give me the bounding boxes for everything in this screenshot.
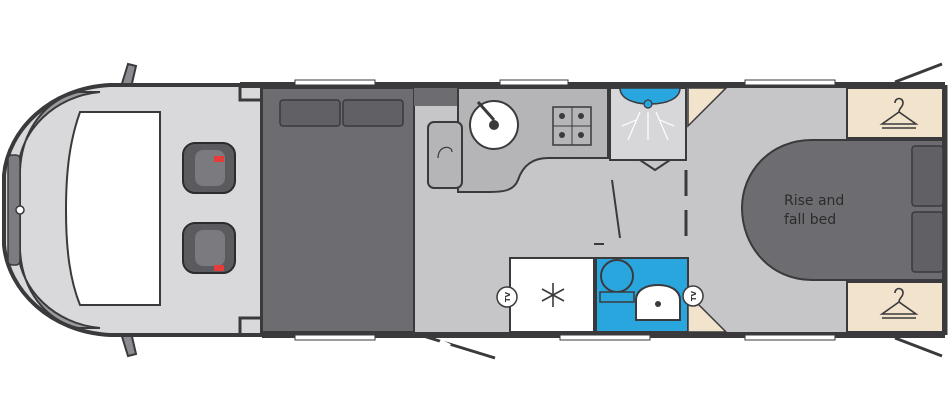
wardrobe-top xyxy=(846,87,944,139)
bed-label-line1: Rise and xyxy=(784,193,844,209)
badge-icon xyxy=(15,205,25,215)
wardrobe-bottom xyxy=(846,281,944,333)
fridge-snowflake-icon xyxy=(541,283,565,307)
hob-icon xyxy=(552,106,592,146)
window xyxy=(294,79,376,86)
bin-cupboard xyxy=(427,121,463,189)
tv-label: TV xyxy=(504,291,512,302)
lounge-sofa xyxy=(261,87,415,333)
rear-bedroom: Rise and fall bed xyxy=(687,87,944,333)
washbasin-icon xyxy=(635,283,681,321)
rear-strut xyxy=(894,62,943,84)
windscreen xyxy=(64,111,161,306)
cab xyxy=(1,62,264,358)
sink-icon xyxy=(469,100,519,150)
window xyxy=(559,334,651,341)
tv-label: TV xyxy=(690,290,698,301)
rise-and-fall-bed xyxy=(740,139,944,281)
corner-cabinet xyxy=(687,87,728,128)
toilet-icon xyxy=(599,259,635,303)
window xyxy=(744,334,836,341)
overhead-cabinet xyxy=(414,88,460,106)
rear-strut xyxy=(894,336,943,358)
window xyxy=(294,334,376,341)
bed-label-line2: fall bed xyxy=(784,212,836,228)
swivel-icon xyxy=(437,146,453,159)
bonnet xyxy=(17,91,101,329)
cab-seat-icon xyxy=(182,142,236,194)
pillow xyxy=(911,145,944,207)
pillow xyxy=(911,211,944,273)
hanger-icon xyxy=(879,97,919,129)
window xyxy=(744,79,836,86)
shower-icon xyxy=(621,99,675,141)
hanger-icon xyxy=(879,287,919,319)
tv-icon: TV xyxy=(496,286,518,308)
kitchen xyxy=(427,87,609,193)
fridge xyxy=(509,243,604,333)
washroom-door xyxy=(611,179,621,239)
cab-seat-icon xyxy=(182,222,236,274)
window xyxy=(499,79,569,86)
entrance-door xyxy=(419,333,496,360)
tv-icon: TV xyxy=(682,285,704,307)
washroom xyxy=(595,87,689,333)
